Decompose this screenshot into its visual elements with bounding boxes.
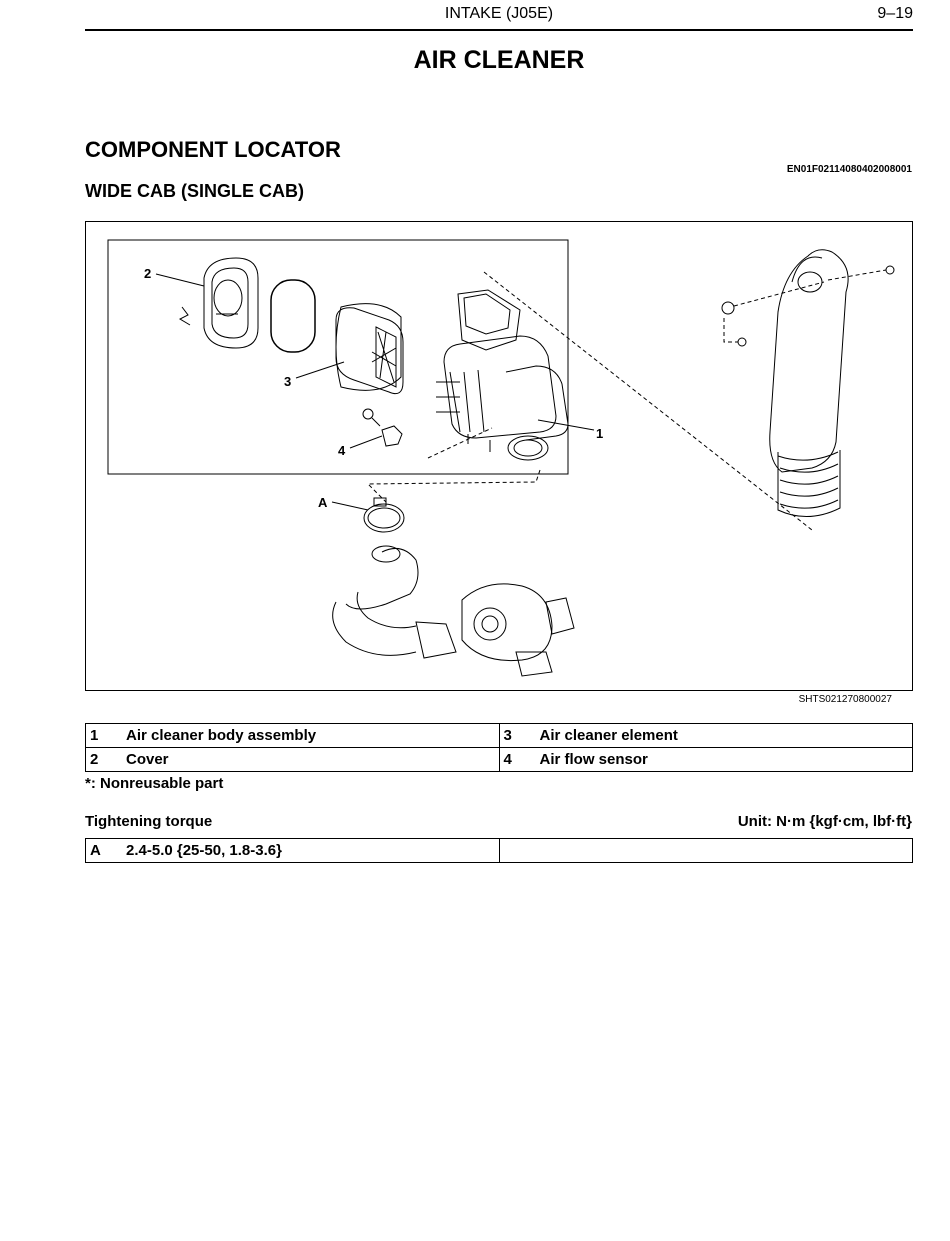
- bolt-drawing: [721, 265, 895, 347]
- leader-line-a: [331, 501, 369, 511]
- intake-hose-drawing: [332, 545, 457, 659]
- intake-duct-drawing: [769, 249, 849, 518]
- gasket-drawing: [270, 279, 316, 353]
- section-title: COMPONENT LOCATOR: [85, 137, 341, 162]
- document-id: EN01F02114080402008001: [786, 164, 912, 175]
- turbocharger-drawing: [461, 583, 575, 677]
- subsection-title: WIDE CAB (SINGLE CAB): [85, 181, 304, 201]
- leader-dashes: [366, 269, 887, 531]
- header-section-title: INTAKE (J05E): [444, 5, 554, 22]
- table-cell-empty: [498, 838, 913, 863]
- torque-unit: Unit: N·m {kgf·cm, lbf·ft}: [737, 813, 912, 830]
- air-cleaner-body-drawing: [436, 289, 569, 461]
- element-drawing: [335, 303, 404, 395]
- callout-1: 1: [596, 426, 603, 441]
- callout-2: 2: [144, 266, 151, 281]
- assembly-inset-frame: [107, 239, 569, 475]
- page-title: AIR CLEANER: [413, 46, 585, 74]
- page-number: 9–19: [877, 5, 913, 22]
- page-header: INTAKE (J05E) 9–19: [85, 0, 913, 31]
- leader-line-2: [155, 273, 205, 287]
- air-flow-sensor-drawing: [362, 408, 403, 447]
- callout-a: A: [318, 495, 328, 510]
- leader-line-1: [537, 419, 595, 431]
- callout-4: 4: [338, 443, 346, 458]
- callout-3: 3: [284, 374, 291, 389]
- figure-id: SHTS021270800027: [798, 694, 892, 705]
- cover-drawing: [178, 257, 259, 349]
- torque-label: Tightening torque: [85, 813, 213, 830]
- nonreusable-note: *: Nonreusable part: [85, 775, 224, 792]
- leader-line-3: [295, 361, 345, 379]
- component-illustration: 2 3 4 1 A: [85, 221, 913, 691]
- hose-clamp-drawing: [363, 497, 405, 533]
- leader-line-4: [349, 435, 383, 449]
